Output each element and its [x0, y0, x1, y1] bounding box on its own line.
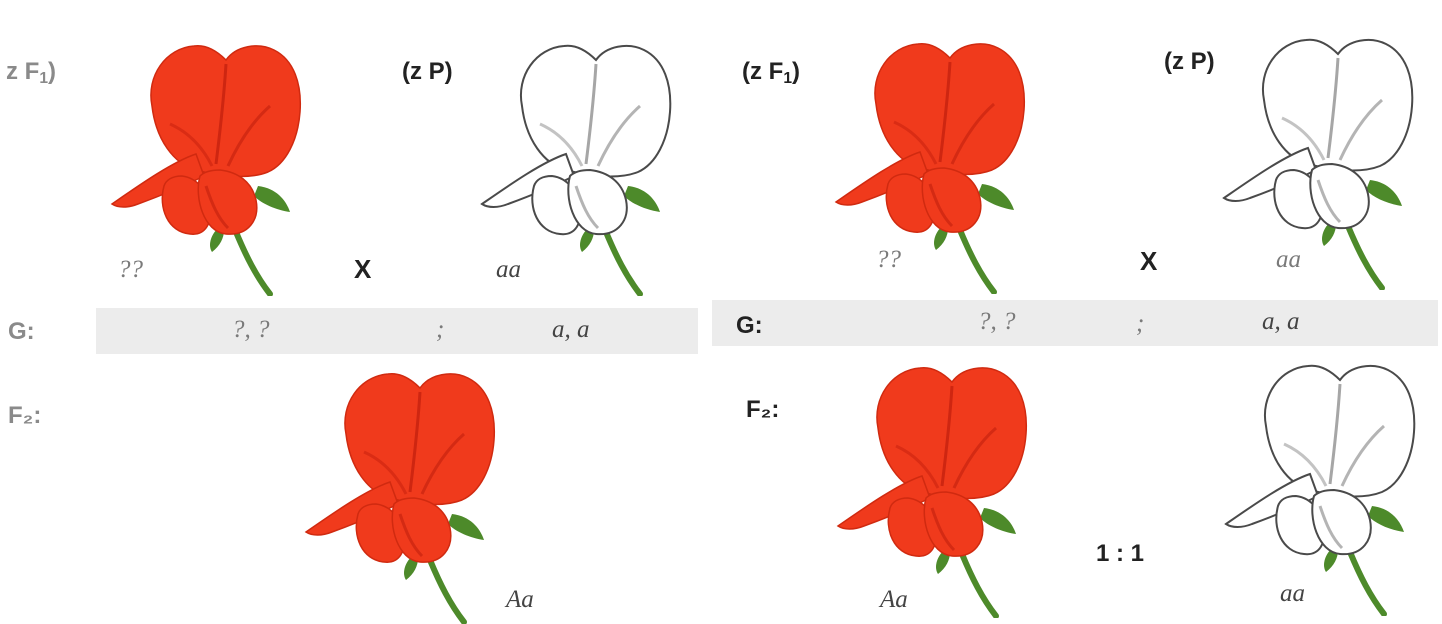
left-parent2-genotype: aa [496, 256, 521, 284]
right-gametes-label: G: [736, 312, 763, 340]
right-parent1-genotype: ?? [876, 246, 901, 274]
right-gametes-parent1: ?, ? [978, 308, 1016, 336]
right-gametes-band [712, 300, 1438, 346]
white-pea-flower-icon [1222, 356, 1422, 616]
right-ratio: 1 : 1 [1096, 540, 1144, 568]
red-pea-flower-icon [302, 364, 502, 624]
right-offspring-genotype-red: Aa [880, 586, 908, 614]
left-gametes-label: G: [8, 318, 35, 346]
right-cross-symbol: X [1140, 246, 1157, 277]
red-pea-flower-icon [832, 34, 1032, 294]
left-parent1-genotype: ?? [118, 256, 143, 284]
left-parent2-label: (z P) [402, 58, 453, 86]
right-parent1-label: (z F1) [742, 58, 800, 88]
left-offspring-genotype: Aa [506, 586, 534, 614]
left-gametes-parent1: ?, ? [232, 316, 270, 344]
right-parent2-label: (z P) [1164, 48, 1215, 76]
right-gametes-separator: ; [1136, 310, 1144, 338]
left-cross-symbol: X [354, 254, 371, 285]
left-gametes-parent2: a, a [552, 316, 590, 344]
right-offspring-genotype-white: aa [1280, 580, 1305, 608]
white-pea-flower-icon [1220, 30, 1420, 290]
right-offspring-label: F₂: [746, 396, 779, 424]
right-parent2-genotype: aa [1276, 246, 1301, 274]
red-pea-flower-icon [834, 358, 1034, 618]
left-offspring-label: F₂: [8, 402, 41, 430]
right-gametes-parent2: a, a [1262, 308, 1300, 336]
left-gametes-band [96, 308, 698, 354]
left-parent1-label: z F1) [6, 58, 56, 88]
left-gametes-separator: ; [436, 316, 444, 344]
